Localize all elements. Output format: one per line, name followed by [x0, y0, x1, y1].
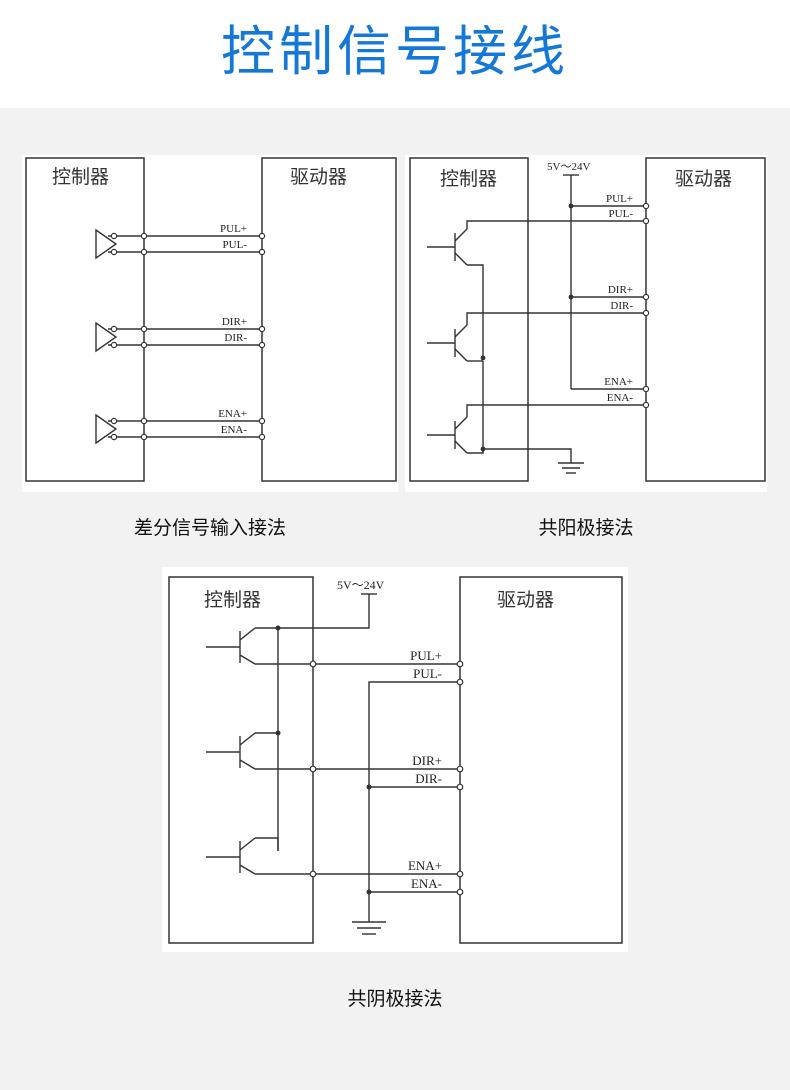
differential-wiring-svg: 控制器 驱动器 PUL+: [25, 157, 397, 482]
junction-dots: [275, 625, 372, 895]
signal-label-dir-minus: DIR-: [415, 771, 442, 786]
line-driver-icon: [95, 413, 118, 445]
line-driver-icon: [95, 321, 118, 353]
header-band: 控制信号接线: [0, 0, 790, 108]
differential-channels: [95, 228, 262, 445]
controller-label: 控制器: [440, 168, 497, 190]
driver-label: 驱动器: [497, 589, 554, 611]
signal-label-dir-plus: DIR+: [222, 316, 247, 328]
signal-label-pul-plus: PUL+: [606, 193, 633, 205]
caption-differential: 差分信号输入接法: [133, 517, 286, 539]
signal-label-ena-plus: ENA+: [604, 376, 633, 388]
diagram-differential: 控制器 驱动器 PUL+: [22, 155, 398, 492]
driver-label: 驱动器: [290, 166, 347, 188]
common-cathode-wiring-svg: 控制器 驱动器 5V～24V: [168, 576, 623, 944]
signal-label-ena-minus: ENA-: [411, 876, 442, 891]
driver-box: [645, 157, 766, 482]
driver-label: 驱动器: [675, 168, 732, 190]
terminal-dots: [309, 660, 464, 896]
caption-common-anode: 共阳极接法: [538, 517, 634, 539]
diagram-common-cathode: 控制器 驱动器 5V～24V: [162, 567, 628, 952]
signal-label-dir-minus: DIR-: [224, 332, 247, 344]
terminal-dots: [110, 232, 266, 441]
junction-dots: [480, 203, 574, 452]
common-cathode-wiring: [206, 593, 460, 935]
controller-box: [409, 157, 529, 482]
common-anode-wiring-svg: 控制器 驱动器 5V～24V: [409, 157, 766, 482]
signal-label-pul-plus: PUL+: [220, 223, 247, 235]
line-driver-icon: [95, 228, 118, 260]
signal-label-ena-minus: ENA-: [607, 392, 634, 404]
controller-box: [168, 576, 314, 944]
supply-voltage-label: 5V～24V: [337, 578, 385, 592]
signal-label-ena-plus: ENA+: [218, 408, 247, 420]
signal-label-pul-minus: PUL-: [609, 208, 634, 220]
signal-label-dir-minus: DIR-: [610, 300, 633, 312]
page-title: 控制信号接线: [221, 20, 569, 83]
controller-label: 控制器: [52, 166, 109, 188]
common-anode-wiring: [427, 174, 646, 474]
signal-label-ena-minus: ENA-: [221, 424, 248, 436]
terminal-dots: [642, 202, 650, 409]
caption-common-cathode: 共阴极接法: [347, 988, 443, 1010]
signal-label-pul-plus: PUL+: [410, 648, 442, 663]
controller-box: [25, 157, 145, 482]
signal-label-pul-minus: PUL-: [223, 239, 248, 251]
controller-label: 控制器: [204, 589, 261, 611]
signal-label-dir-plus: DIR+: [412, 753, 442, 768]
signal-label-dir-plus: DIR+: [608, 284, 633, 296]
diagram-common-anode: 控制器 驱动器 5V～24V: [405, 155, 767, 492]
signal-label-pul-minus: PUL-: [413, 666, 442, 681]
signal-label-ena-plus: ENA+: [408, 858, 442, 873]
driver-box: [459, 576, 623, 944]
driver-box: [261, 157, 397, 482]
supply-voltage-label: 5V～24V: [547, 161, 590, 173]
